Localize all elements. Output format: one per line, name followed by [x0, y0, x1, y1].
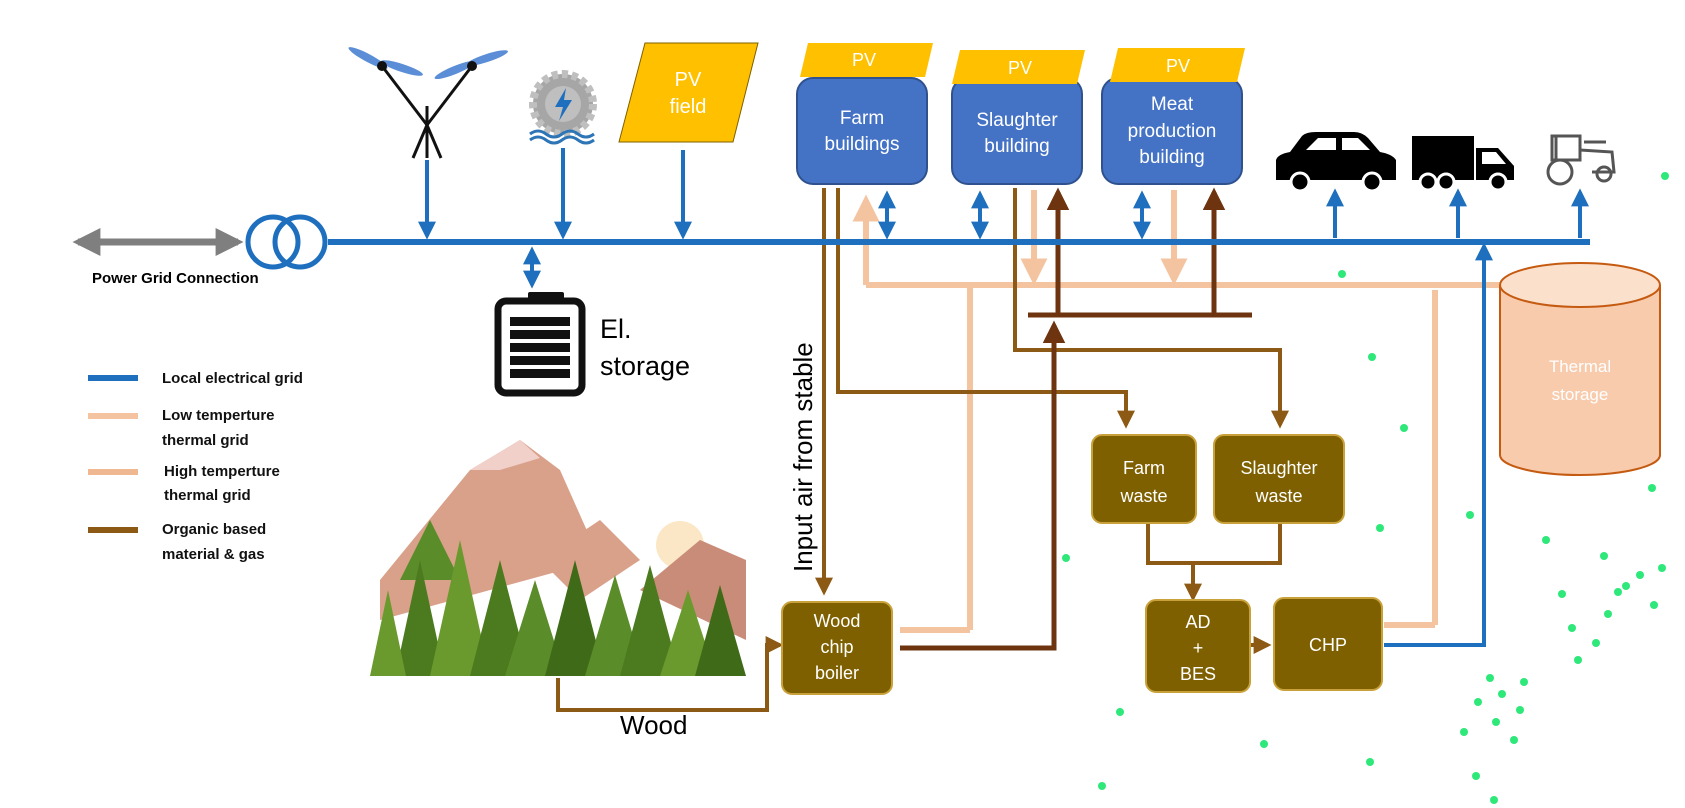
farm-buildings-label-1: Farm — [840, 108, 884, 129]
local-electrical-grid — [328, 148, 1590, 647]
farm-waste-label-2: waste — [1119, 486, 1167, 506]
organic-material-lines — [556, 188, 1289, 712]
farm-waste-label-1: Farm — [1123, 458, 1165, 478]
decorative-dots — [1062, 172, 1669, 804]
legend-organic-2: material & gas — [162, 546, 265, 563]
ad-bes-box: AD + BES — [1145, 599, 1251, 693]
power-grid-connection: Power Grid Connection — [72, 214, 328, 287]
thermal-storage-label-1: Thermal — [1549, 357, 1611, 376]
meat-building-label-2: production — [1128, 121, 1217, 142]
wood-chip-boiler-box: Wood chip boiler — [781, 601, 893, 695]
transformer-icon — [245, 214, 301, 270]
pv-field-label-2: field — [670, 96, 707, 118]
slaughter-building-label-2: building — [984, 136, 1050, 157]
el-storage-label-2: storage — [600, 351, 690, 381]
meat-building-label-3: building — [1139, 147, 1205, 168]
legend-local-grid: Local electrical grid — [162, 370, 303, 387]
el-storage-label-1: El. — [600, 314, 632, 344]
legend-low-temp-1: Low temperture — [162, 407, 275, 424]
wood-label: Wood — [620, 710, 687, 740]
chp-label: CHP — [1309, 635, 1347, 655]
truck-icon — [1412, 136, 1514, 192]
wood-boiler-label-1: Wood — [814, 611, 861, 631]
farm-buildings: PV Farm buildings — [796, 43, 933, 185]
pv-roof-farm-label: PV — [852, 50, 876, 70]
legend: Local electrical grid Low temperture the… — [88, 370, 303, 563]
meat-building-label-1: Meat — [1151, 94, 1194, 115]
forest-mountain-illustration — [370, 428, 746, 676]
legend-high-temp-2: thermal grid — [164, 487, 251, 504]
thermal-storage: Thermal storage — [1499, 262, 1661, 476]
meat-production-building: PV Meat production building — [1101, 48, 1245, 185]
slaughter-waste-label-1: Slaughter — [1240, 458, 1317, 478]
slaughter-waste-box: Slaughter waste — [1213, 434, 1345, 524]
farm-waste-box: Farm waste — [1091, 434, 1197, 524]
slaughter-waste-label-2: waste — [1254, 486, 1302, 506]
legend-low-temp-2: thermal grid — [162, 432, 249, 449]
pv-field: PV field — [618, 42, 759, 143]
wood-boiler-label-2: chip — [820, 637, 853, 657]
pv-field-label-1: PV — [675, 69, 702, 91]
slaughter-building-label-1: Slaughter — [976, 110, 1058, 131]
slaughter-building: PV Slaughter building — [951, 50, 1085, 185]
low-temp-thermal-grid — [852, 190, 1500, 633]
tractor-icon — [1546, 134, 1616, 186]
ad-label-1: AD — [1185, 612, 1210, 632]
farm-buildings-label-2: buildings — [825, 134, 900, 155]
wind-turbine-icon — [348, 47, 508, 159]
input-air-label: Input air from stable — [788, 342, 818, 572]
wood-boiler-label-3: boiler — [815, 663, 859, 683]
pv-roof-meat-label: PV — [1166, 56, 1190, 76]
thermal-storage-label-2: storage — [1552, 385, 1609, 404]
power-grid-connection-label: Power Grid Connection — [92, 270, 259, 287]
ad-label-3: BES — [1180, 664, 1216, 684]
pv-roof-slaughter-label: PV — [1008, 58, 1032, 78]
car-icon — [1276, 132, 1396, 193]
legend-organic-1: Organic based — [162, 521, 266, 538]
ad-label-2: + — [1193, 638, 1204, 658]
legend-high-temp-1: High temperture — [164, 463, 280, 480]
hydro-turbine-icon — [529, 70, 597, 145]
battery-icon — [494, 292, 586, 397]
chp-box: CHP — [1273, 597, 1383, 691]
gas-distribution-lines — [900, 187, 1252, 651]
